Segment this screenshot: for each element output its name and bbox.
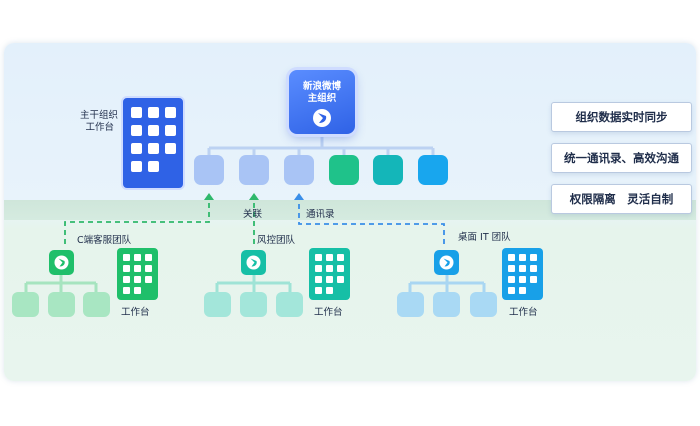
feature-box-unified-contacts: 统一通讯录、高效沟通 — [551, 143, 692, 173]
feature-box-permission-isolation: 权限隔离 灵活自制 — [551, 184, 692, 214]
main-org-title-line2: 主组织 — [307, 93, 337, 104]
main-org-node[interactable]: 新浪微博 主组织 — [289, 70, 355, 134]
team1-node-1[interactable] — [12, 292, 39, 317]
contacts-label: 通讯录 — [306, 209, 335, 220]
trunk-label-line1: 主干组织 — [80, 110, 119, 121]
org-node-4[interactable] — [329, 155, 359, 185]
org-node-2[interactable] — [239, 155, 269, 185]
team3-name: 桌面 IT 团队 — [458, 232, 511, 243]
team1-name: C端客服团队 — [77, 235, 132, 246]
weibo-logo-icon — [313, 109, 331, 127]
team2-org-icon[interactable] — [241, 250, 266, 275]
org-node-3[interactable] — [284, 155, 314, 185]
team1-workbench-building-icon[interactable] — [117, 248, 158, 300]
team2-workbench-label: 工作台 — [314, 307, 343, 318]
team1-node-2[interactable] — [48, 292, 75, 317]
team2-node-2[interactable] — [240, 292, 267, 317]
org-node-5[interactable] — [373, 155, 403, 185]
org-node-1[interactable] — [194, 155, 224, 185]
team3-workbench-label: 工作台 — [509, 307, 538, 318]
team3-workbench-building-icon[interactable] — [502, 248, 543, 300]
team3-node-3[interactable] — [470, 292, 497, 317]
team2-workbench-building-icon[interactable] — [309, 248, 350, 300]
team2-node-3[interactable] — [276, 292, 303, 317]
team2-node-1[interactable] — [204, 292, 231, 317]
connector-band — [4, 200, 696, 220]
trunk-workbench-label: 主干组织 工作台 — [80, 110, 119, 134]
team3-node-1[interactable] — [397, 292, 424, 317]
org-node-6[interactable] — [418, 155, 448, 185]
main-org-title-line1: 新浪微博 — [302, 81, 341, 92]
trunk-label-line2: 工作台 — [85, 122, 114, 133]
trunk-workbench-building-icon — [121, 96, 185, 190]
team3-org-icon[interactable] — [434, 250, 459, 275]
team1-org-icon[interactable] — [49, 250, 74, 275]
link-label: 关联 — [243, 209, 263, 220]
team2-name: 风控团队 — [257, 235, 296, 246]
team3-node-2[interactable] — [433, 292, 460, 317]
team1-node-3[interactable] — [83, 292, 110, 317]
team1-workbench-label: 工作台 — [121, 307, 150, 318]
feature-box-realtime-sync: 组织数据实时同步 — [551, 102, 692, 132]
